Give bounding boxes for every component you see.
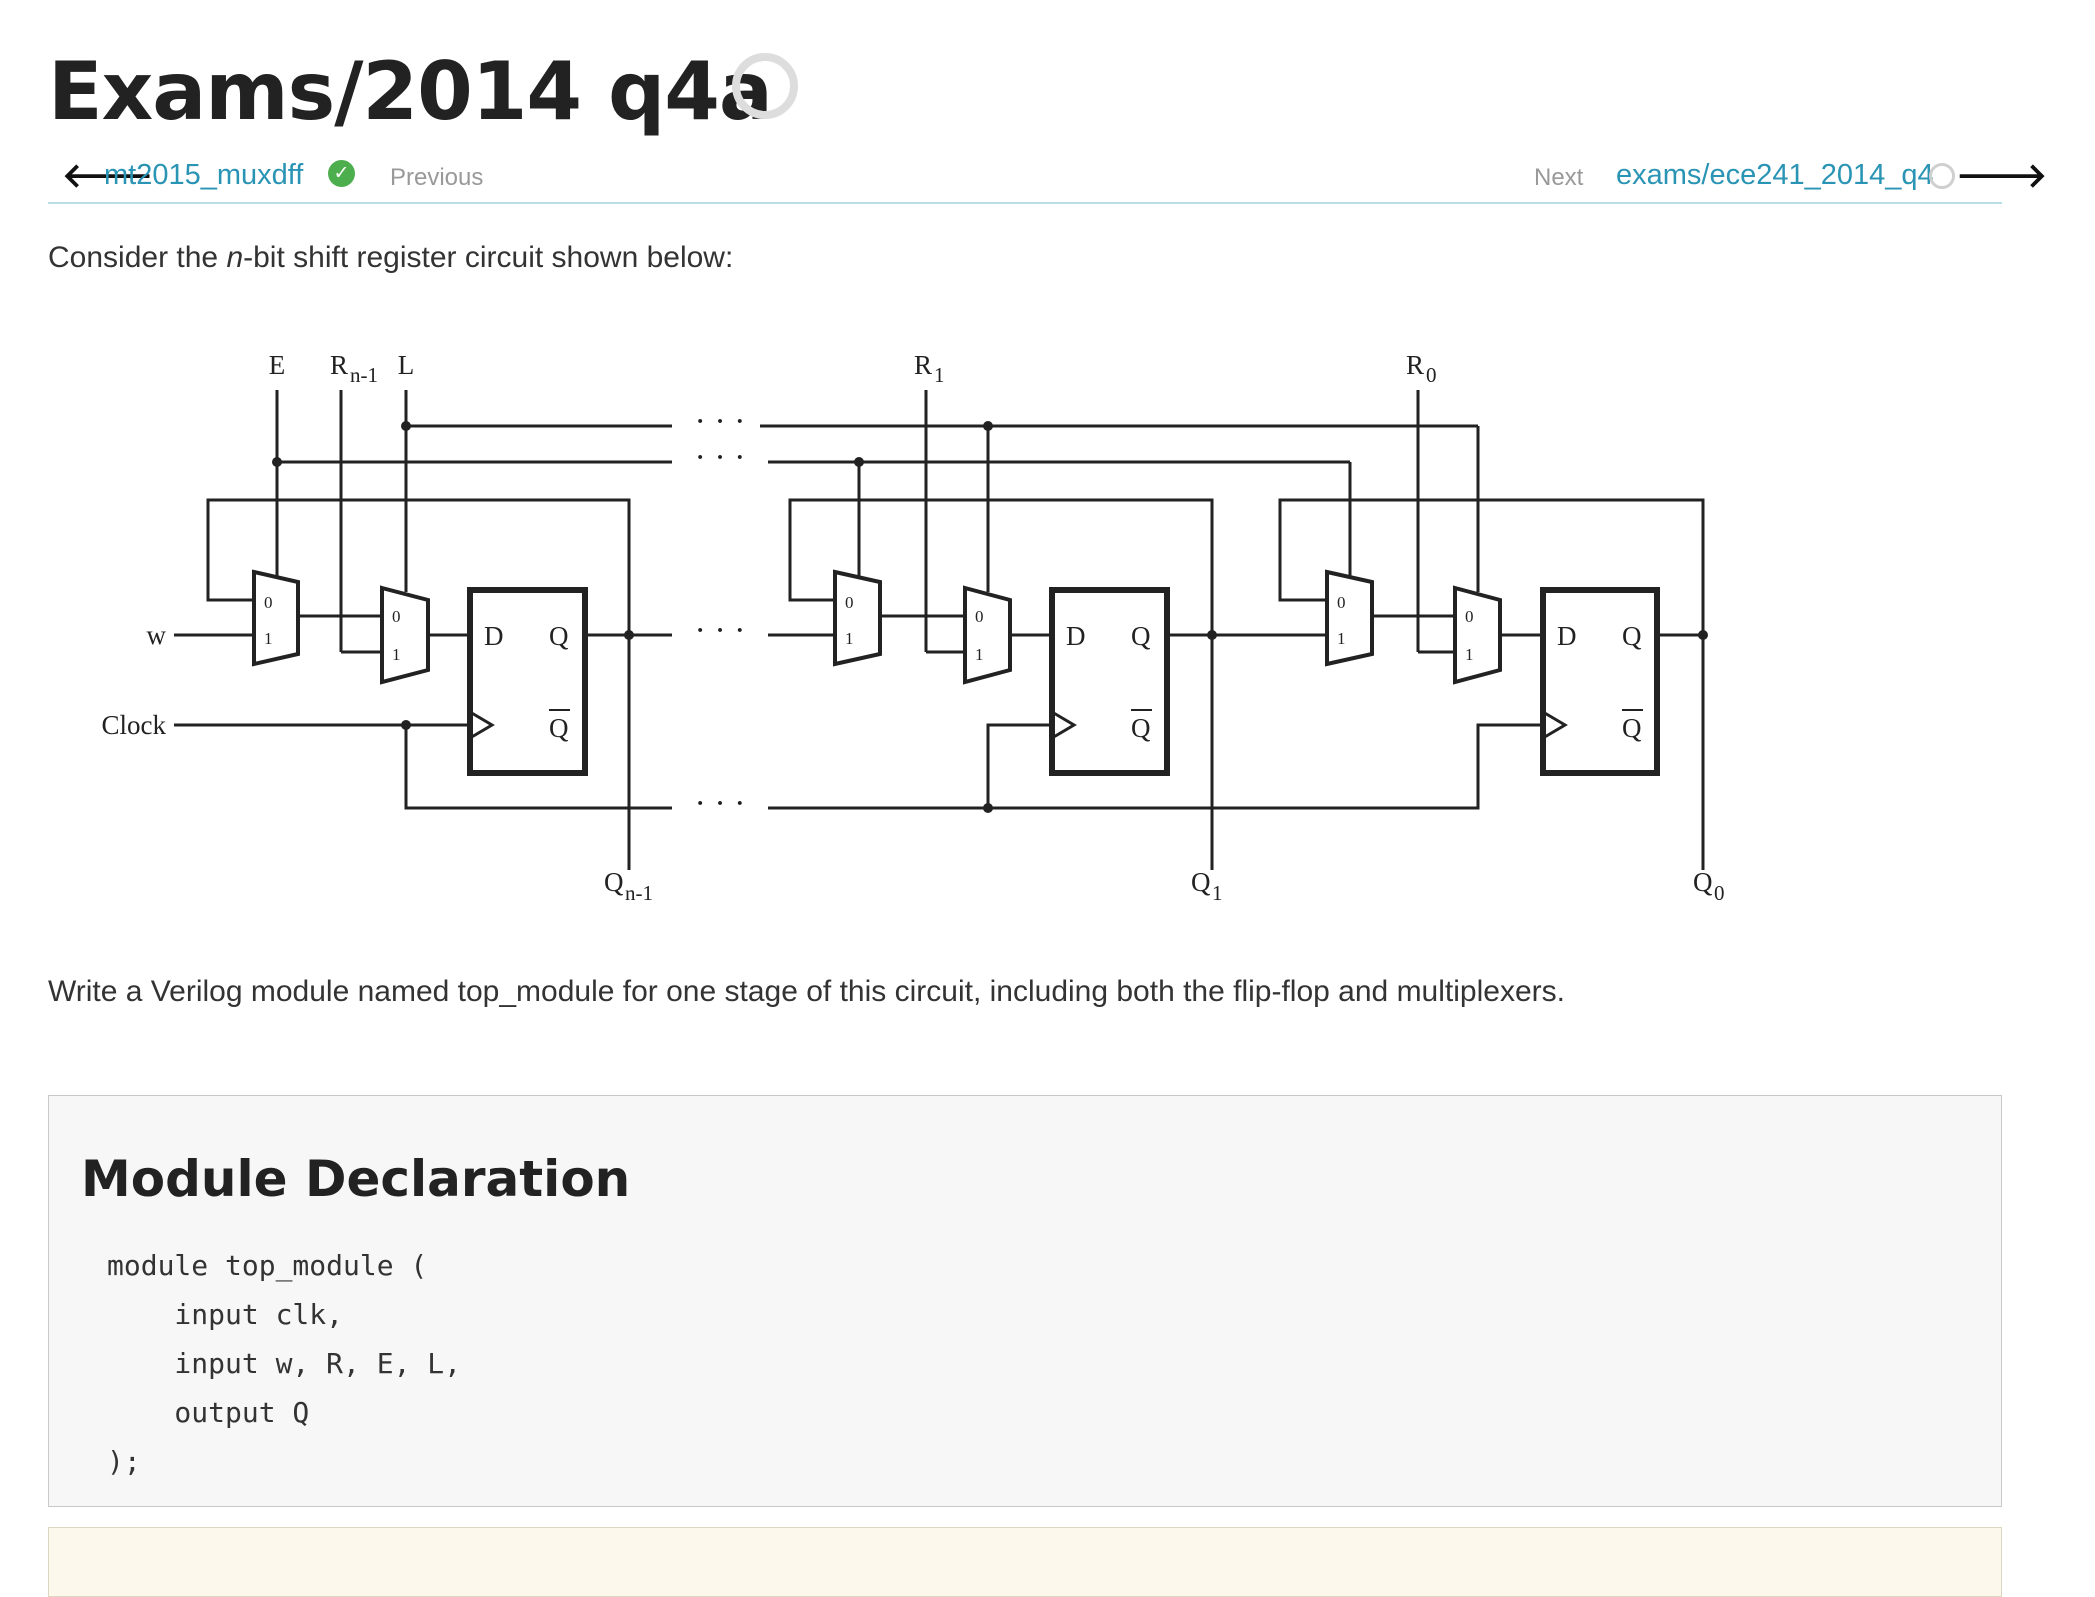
- mux-label-0: 0: [1465, 607, 1474, 626]
- dff-label-qbar: Q: [1622, 713, 1642, 743]
- signal-label-R1: R: [914, 350, 932, 380]
- mux-label-1: 1: [1337, 629, 1346, 648]
- circuit-wires: [174, 390, 1705, 870]
- unsolved-circle-icon: [1929, 163, 1955, 189]
- previous-label[interactable]: Previous: [390, 164, 484, 191]
- dff-stage-1: [1049, 587, 1170, 776]
- signal-label-R0: R: [1406, 350, 1424, 380]
- clock-triangles: [469, 710, 1568, 740]
- intro-emphasis: n: [226, 241, 244, 274]
- mux-stage-1-b: [963, 585, 1012, 685]
- output-label-q1-subscript: 1: [1212, 881, 1223, 905]
- dff-stage-n1: [467, 587, 588, 776]
- mux-label-1: 1: [1465, 645, 1474, 664]
- dff-label-qbar: Q: [1131, 713, 1151, 743]
- arrow-right-icon[interactable]: 🡒: [1956, 156, 2048, 196]
- intro-text-before: Consider the: [48, 241, 227, 274]
- output-label-qn1: Q: [604, 867, 624, 897]
- signal-label-E: E: [269, 350, 286, 380]
- mux-label-0: 0: [392, 607, 401, 626]
- mux-label-1: 1: [264, 629, 273, 648]
- mux-label-1: 1: [845, 629, 854, 648]
- junction-dots: [272, 421, 1708, 813]
- ellipsis: · · ·: [695, 439, 746, 476]
- ellipsis: · · ·: [695, 403, 746, 440]
- mux-stage-0-b: [1453, 585, 1502, 685]
- dff-stage-0: [1540, 587, 1660, 776]
- code-line: output Q: [107, 1396, 310, 1429]
- dff-label-q: Q: [549, 621, 569, 651]
- unsolved-circle-icon: [732, 53, 798, 119]
- signal-label-R0-subscript: 0: [1426, 363, 1437, 387]
- code-line: );: [107, 1445, 141, 1478]
- intro-text-after: -bit shift register circuit shown below:: [243, 241, 734, 274]
- solution-editor-panel[interactable]: [48, 1527, 2002, 1597]
- dff-label-d: D: [484, 621, 504, 651]
- signal-label-R1-subscript: 1: [934, 363, 945, 387]
- signal-label-R-subscript: n-1: [350, 363, 378, 387]
- mux-label-1: 1: [392, 645, 401, 664]
- mux-stage-0-a: [1325, 569, 1374, 667]
- dff-label-d: D: [1066, 621, 1086, 651]
- previous-problem-link[interactable]: mt2015_muxdff: [104, 159, 304, 191]
- flip-flops: [467, 587, 1660, 776]
- input-label-w: w: [147, 620, 167, 650]
- ellipsis: · · ·: [695, 785, 746, 822]
- shift-register-diagram: E R n-1 L R 1 R 0 w Clock 0 1 0 1 0 1 0 …: [102, 350, 1725, 905]
- output-label-q0-subscript: 0: [1714, 881, 1725, 905]
- output-label-qn1-subscript: n-1: [625, 881, 653, 905]
- output-label-q0: Q: [1693, 867, 1713, 897]
- intro-paragraph: Consider the n-bit shift register circui…: [48, 236, 733, 280]
- input-label-clock: Clock: [102, 710, 167, 740]
- mux-label-0: 0: [975, 607, 984, 626]
- mux-stage-1-a: [833, 569, 882, 667]
- dff-label-q: Q: [1131, 621, 1151, 651]
- output-label-q1: Q: [1191, 867, 1211, 897]
- module-declaration-heading: Module Declaration: [81, 1150, 631, 1208]
- mux-label-0: 0: [264, 593, 273, 612]
- dff-label-qbar: Q: [549, 713, 569, 743]
- multiplexers: [252, 569, 1502, 685]
- ellipsis: · · ·: [695, 612, 746, 649]
- module-declaration-panel: Module Declaration module top_module ( i…: [48, 1095, 2002, 1507]
- dff-label-d: D: [1557, 621, 1577, 651]
- code-line: input w, R, E, L,: [107, 1347, 462, 1380]
- next-label[interactable]: Next: [1534, 164, 1584, 191]
- problem-navigation: 🡐 mt2015_muxdff ✓ Previous Next exams/ec…: [48, 150, 2047, 204]
- dff-label-q: Q: [1622, 621, 1642, 651]
- signal-label-L: L: [398, 350, 415, 380]
- mux-label-0: 0: [845, 593, 854, 612]
- page-title: Exams/2014 q4a: [48, 45, 773, 138]
- code-line: input clk,: [107, 1298, 344, 1331]
- code-line: module top_module (: [107, 1249, 428, 1282]
- arrow-left-icon[interactable]: 🡐: [62, 156, 154, 196]
- instruction-paragraph: Write a Verilog module named top_module …: [48, 975, 1565, 1008]
- mux-stage-n1-a: [252, 569, 300, 667]
- check-circle-icon: ✓: [328, 160, 355, 187]
- mux-label-0: 0: [1337, 593, 1346, 612]
- next-problem-link[interactable]: exams/ece241_2014_q4: [1616, 159, 1934, 191]
- signal-label-R: R: [330, 350, 348, 380]
- mux-stage-n1-b: [380, 585, 430, 685]
- mux-label-1: 1: [975, 645, 984, 664]
